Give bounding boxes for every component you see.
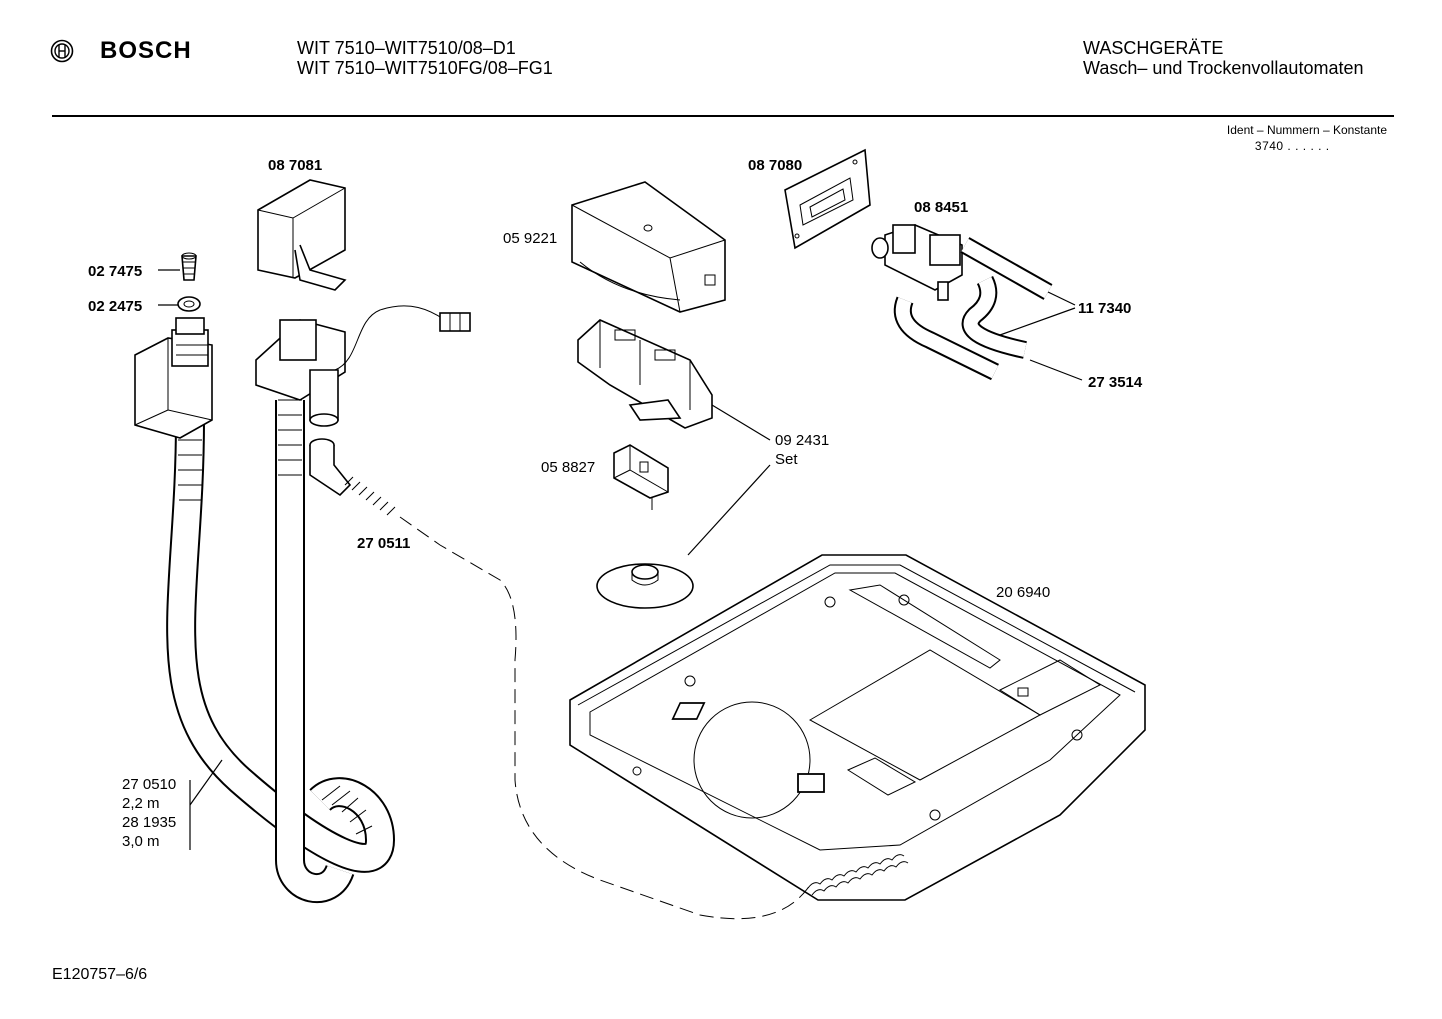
label-273514: 27 3514 — [1088, 374, 1143, 391]
model-list: WIT 7510–WIT7510/08–D1 WIT 7510–WIT7510F… — [297, 38, 553, 78]
drawing-id: E120757–6/6 — [52, 966, 148, 983]
aquastop-valve-housing — [134, 317, 213, 439]
bosch-logo: BOSCH — [50, 37, 192, 65]
category-subtitle: Wasch– und Trockenvollautomaten — [1083, 58, 1364, 78]
label-hose-length-1: 2,2 m — [122, 795, 160, 812]
ident-title: Ident – Nummern – Konstante — [1226, 123, 1387, 137]
inlet-hose — [166, 399, 396, 903]
ident-block: Ident – Nummern – Konstante 3740 . . . .… — [1227, 122, 1387, 154]
ident-code: 3740 . . . . . . — [1254, 139, 1330, 153]
valve-hoses — [893, 237, 1053, 381]
solenoid-valve — [871, 224, 963, 301]
label-hose-281935: 28 1935 — [122, 814, 176, 831]
header-divider — [52, 115, 1394, 117]
seal-ring — [177, 296, 201, 312]
bosch-armature-icon — [50, 39, 74, 63]
round-disc — [596, 563, 694, 609]
overflow-spring-hose — [309, 438, 811, 920]
label-117340: 11 7340 — [1078, 300, 1131, 317]
label-058827: 05 8827 — [541, 459, 595, 476]
label-059221: 05 9221 — [503, 230, 557, 247]
category-block: WASCHGERÄTE Wasch– und Trockenvollautoma… — [1083, 38, 1364, 78]
filter-sieve — [181, 252, 197, 281]
hose-holder-bracket — [255, 319, 346, 427]
brand-name: BOSCH — [100, 37, 192, 64]
terminal-connector — [613, 444, 669, 510]
bracket-set-frame — [577, 319, 713, 429]
label-087080: 08 7080 — [748, 157, 802, 174]
category-title: WASCHGERÄTE — [1083, 38, 1224, 58]
sensor-cable — [334, 305, 471, 371]
label-022475: 02 2475 — [88, 298, 142, 315]
label-092431: 09 2431 — [775, 432, 829, 449]
mounting-plate — [784, 148, 871, 250]
hose-clip-cover — [257, 179, 347, 291]
model-line-1: WIT 7510–WIT7510/08–D1 — [297, 38, 516, 58]
label-027475: 02 7475 — [88, 263, 142, 280]
appliance-cover-box — [571, 181, 726, 313]
base-plate — [569, 554, 1146, 901]
label-092431-set: Set — [775, 451, 798, 468]
label-087081: 08 7081 — [268, 157, 322, 174]
label-270511: 27 0511 — [357, 535, 410, 552]
model-line-2: WIT 7510–WIT7510FG/08–FG1 — [297, 58, 553, 78]
label-206940: 20 6940 — [996, 584, 1050, 601]
label-hose-270510: 27 0510 — [122, 776, 176, 793]
label-hose-length-2: 3,0 m — [122, 833, 160, 850]
part-labels: 08 7081 02 7475 02 2475 05 9221 08 7080 … — [88, 157, 1143, 850]
label-088451: 08 8451 — [914, 199, 968, 216]
leader-lines — [158, 269, 1083, 850]
